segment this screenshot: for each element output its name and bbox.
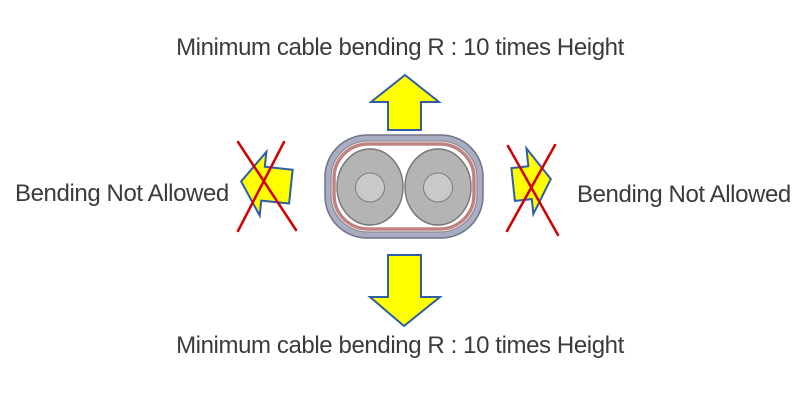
cable-cross-section (324, 134, 484, 239)
left-conductor-core (355, 172, 385, 203)
down-arrow-icon (367, 254, 443, 328)
right-not-allowed-cross-icon (505, 143, 560, 237)
left-not-allowed-cross-icon (236, 140, 298, 233)
min-bend-radius-label-bottom: Minimum cable bending R : 10 times Heigh… (176, 332, 624, 359)
cable-liner (332, 142, 476, 231)
right-arrow-icon (510, 145, 552, 218)
right-conductor-core (423, 172, 453, 203)
bending-not-allowed-label-right: Bending Not Allowed (577, 181, 791, 208)
min-bend-radius-label-top: Minimum cable bending R : 10 times Heigh… (176, 34, 624, 61)
up-arrow-icon (368, 73, 442, 131)
bending-not-allowed-label-left: Bending Not Allowed (15, 180, 229, 207)
